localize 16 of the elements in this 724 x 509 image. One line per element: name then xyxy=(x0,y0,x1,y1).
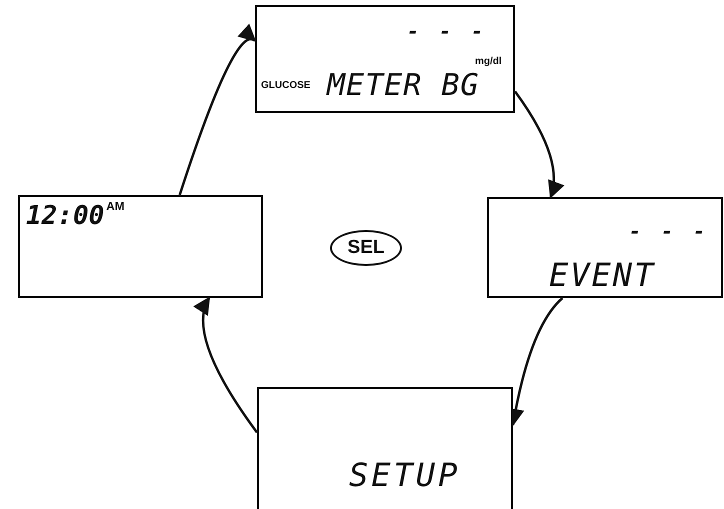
lcd-screen xyxy=(18,195,263,298)
arrow xyxy=(194,296,258,434)
lcd-screen xyxy=(255,5,515,113)
display-text: - - - xyxy=(407,21,488,41)
display-text: METER BG xyxy=(327,71,480,101)
display-label: mg/dl xyxy=(475,57,502,67)
arrow xyxy=(178,26,257,196)
display-label: GLUCOSE xyxy=(261,81,310,91)
display-text: - - - xyxy=(629,221,710,241)
lcd-screen xyxy=(487,197,723,298)
select-button: SEL xyxy=(330,230,402,266)
display-text: EVENT xyxy=(549,259,656,291)
arrow xyxy=(514,90,564,199)
display-text: 12:00$^{AM}$ xyxy=(26,203,124,229)
lcd-screen xyxy=(257,387,513,509)
display-text: SETUP xyxy=(349,459,460,491)
